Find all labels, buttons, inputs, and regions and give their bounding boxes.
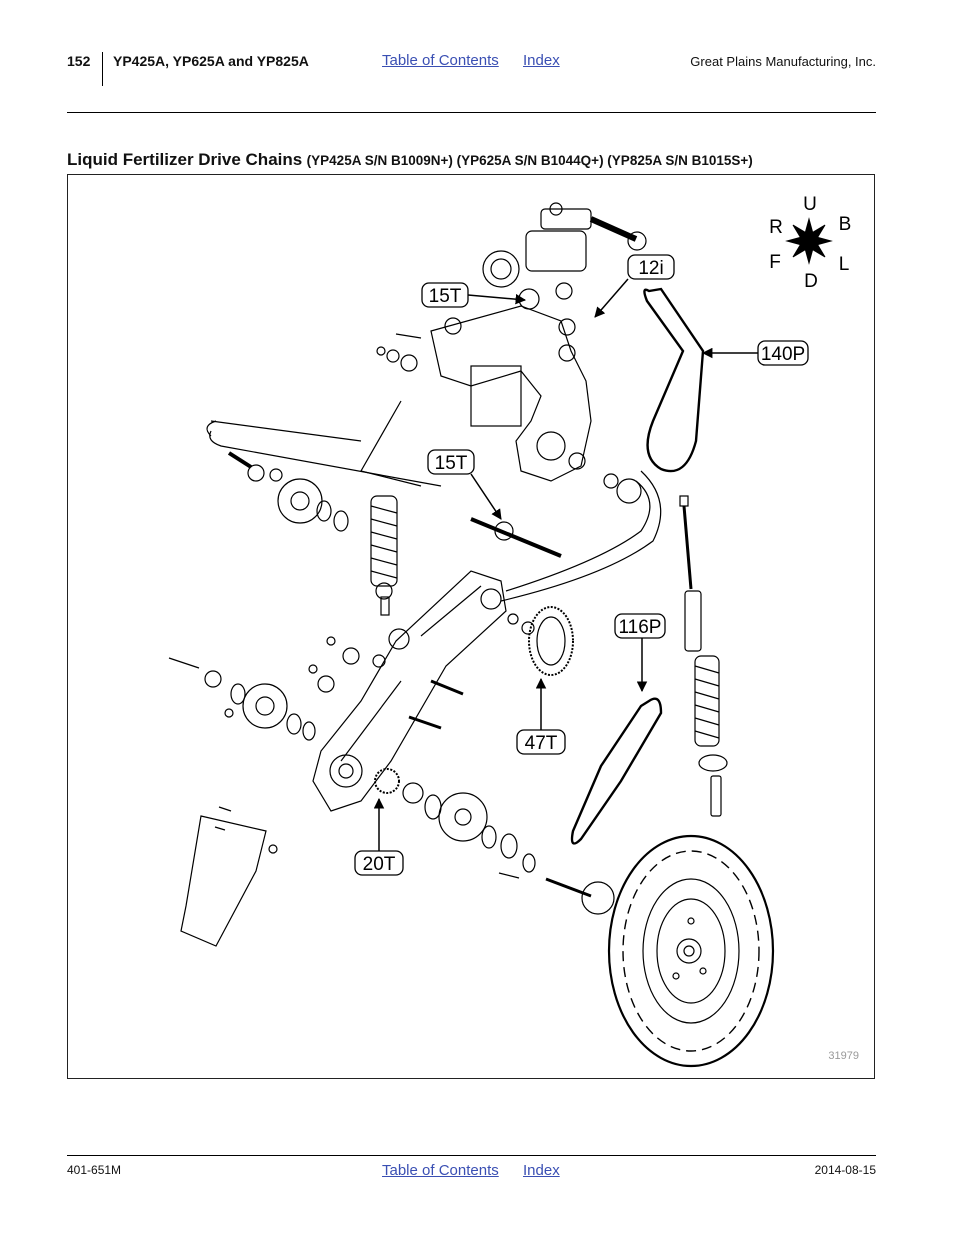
compass-back: B xyxy=(839,214,852,235)
model-list: YP425A, YP625A and YP825A xyxy=(113,53,309,69)
gauge-wheel xyxy=(607,834,775,1068)
callout-12i: 12i xyxy=(638,258,663,279)
left-hub-lower xyxy=(168,657,316,741)
section-title-serials: (YP425A S/N B1009N+) (YP625A S/N B1044Q+… xyxy=(306,153,753,168)
header-toc-link[interactable]: Table of Contents xyxy=(382,52,499,69)
compass-down: D xyxy=(804,271,818,292)
upper-hardware xyxy=(376,333,422,372)
callout-116p: 116P xyxy=(619,617,662,638)
spring-rod xyxy=(679,495,728,817)
callout-12i-box xyxy=(627,254,675,280)
left-hub-upper xyxy=(227,451,349,532)
callout-15t-top-leader xyxy=(467,293,527,305)
compass-up: U xyxy=(803,194,817,215)
compass-left: L xyxy=(839,254,850,275)
arm-hardware xyxy=(308,636,464,730)
figure-number: 31979 xyxy=(828,1050,859,1062)
exploded-drawing: U D R B F L 12i 15T 140P 15T 116P 47T xyxy=(168,194,859,1068)
document-number: 401-651M xyxy=(67,1163,122,1177)
header-rule xyxy=(67,112,876,113)
header-divider xyxy=(102,52,103,86)
revision-date: 2014-08-15 xyxy=(814,1163,876,1177)
return-tube xyxy=(500,452,662,602)
section-title: Liquid Fertilizer Drive Chains (YP425A S… xyxy=(67,150,753,170)
callout-12i-leader xyxy=(594,278,629,318)
callout-15t-top: 15T xyxy=(429,286,462,307)
section-title-main: Liquid Fertilizer Drive Chains xyxy=(67,150,303,169)
parts-figure: U D R B F L 12i 15T 140P 15T 116P 47T xyxy=(67,174,875,1079)
callouts: 12i 15T 140P 15T 116P 47T 20T xyxy=(354,254,809,876)
orientation-compass: U D R B F L xyxy=(769,194,851,292)
callout-140p: 140P xyxy=(761,344,805,365)
mid-sprocket-shaft xyxy=(470,517,562,558)
fertilizer-pump xyxy=(482,202,647,310)
callout-15t-mid-leader xyxy=(470,473,502,520)
callout-15t-mid: 15T xyxy=(435,453,468,474)
frame-tube xyxy=(206,400,442,487)
sprocket-20t-stack xyxy=(374,768,615,915)
footer-rule xyxy=(67,1155,876,1156)
callout-47t: 47T xyxy=(525,733,558,754)
coil-spring xyxy=(370,495,398,616)
callout-20t: 20T xyxy=(363,854,396,875)
footer-toc-link[interactable]: Table of Contents xyxy=(382,1162,499,1179)
callout-116p-box xyxy=(614,613,666,639)
chain-116p xyxy=(570,697,663,845)
header-index-link[interactable]: Index xyxy=(523,52,560,69)
callout-15t-mid-box xyxy=(427,449,475,475)
compass-front: F xyxy=(769,252,781,273)
page-number: 152 xyxy=(67,53,91,69)
chain-140p xyxy=(643,287,705,473)
scraper-plate xyxy=(180,806,278,947)
drive-assembly-drawing xyxy=(168,202,775,1068)
company-name: Great Plains Manufacturing, Inc. xyxy=(690,54,876,69)
compass-right: R xyxy=(769,217,783,238)
footer-index-link[interactable]: Index xyxy=(523,1162,560,1179)
sprocket-47t xyxy=(507,606,574,676)
main-drive-arm xyxy=(312,570,507,812)
upper-bracket xyxy=(430,305,592,482)
